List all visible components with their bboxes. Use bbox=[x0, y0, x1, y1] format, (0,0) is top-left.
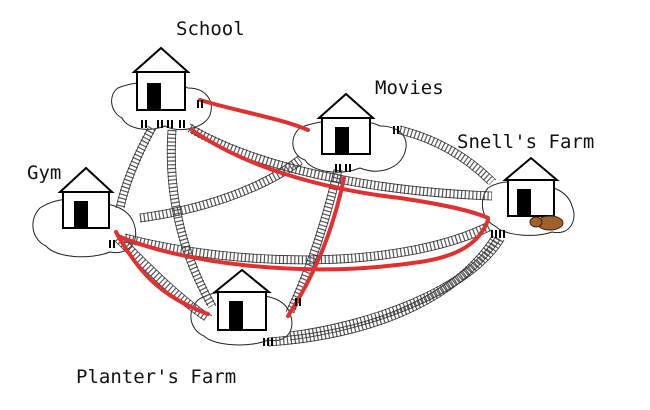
house-snells-icon bbox=[502, 156, 560, 217]
track-gym-movies bbox=[139, 156, 303, 223]
label-movies: Movies bbox=[375, 77, 444, 99]
track-rails bbox=[113, 123, 505, 347]
label-snells-farm: Snell's Farm bbox=[457, 131, 595, 153]
house-gym-icon bbox=[57, 166, 115, 229]
track-school-planters bbox=[166, 129, 216, 309]
house-movies-icon bbox=[316, 92, 376, 155]
houses bbox=[57, 46, 560, 331]
track-movies-planters bbox=[285, 168, 343, 314]
track-gym-planters bbox=[114, 234, 211, 322]
route-movies-planters bbox=[286, 176, 346, 318]
route-school-movies bbox=[198, 98, 310, 132]
label-school: School bbox=[176, 18, 245, 40]
islands bbox=[32, 81, 575, 346]
animal-icon bbox=[529, 215, 564, 231]
route-gym-planters bbox=[114, 230, 210, 316]
track-movies-snells bbox=[398, 125, 496, 186]
house-planters-icon bbox=[212, 268, 272, 331]
connector-ticks bbox=[109, 100, 505, 346]
label-planters-farm: Planter's Farm bbox=[76, 366, 237, 388]
track-school-gym bbox=[115, 125, 156, 209]
label-gym: Gym bbox=[27, 162, 62, 184]
house-school-icon bbox=[131, 46, 191, 111]
track-planters-snells-2 bbox=[289, 235, 504, 341]
highlighted-route bbox=[114, 98, 490, 318]
route-school-snells bbox=[190, 128, 490, 220]
route-gym-snells bbox=[116, 218, 490, 272]
